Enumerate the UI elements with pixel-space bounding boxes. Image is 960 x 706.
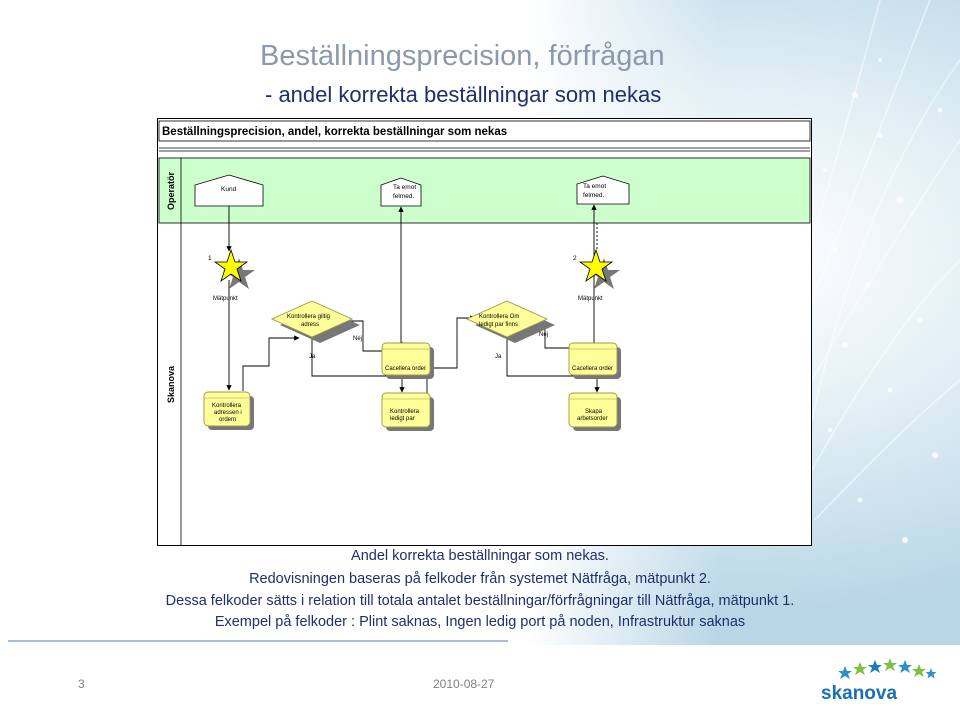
measure-point-1-label: Mätpunkt <box>213 296 238 302</box>
task-kontrollera-ledigt-par <box>381 392 434 431</box>
diagram-header: Beställningsprecision, andel, korrekta b… <box>162 126 507 138</box>
flow-label-nej-2: Nej <box>539 332 548 338</box>
measure-point-1-number: 1 <box>208 255 212 262</box>
ta-emot-1-line1: Ta emot <box>393 184 416 191</box>
lane-label-skanova: Skanova <box>166 365 176 403</box>
footer-rule <box>8 640 508 642</box>
task-cancel-1-label: Cacellera order <box>385 366 426 372</box>
page-title: Beställningsprecision, förfrågan <box>260 40 665 72</box>
task-3-line2: ledigt par <box>390 416 415 422</box>
process-diagram: Beställningsprecision, andel, korrekta b… <box>157 118 812 546</box>
caption-line-3: Dessa felkoder sätts i relation till tot… <box>165 593 795 609</box>
measure-point-2-number: 2 <box>573 255 577 262</box>
lane-label-operator: Operatör <box>166 171 176 210</box>
flow-label-ja-1: Ja <box>309 354 316 360</box>
task-kontrollera-adressen <box>203 391 254 430</box>
measure-point-1-star <box>213 248 255 289</box>
skanova-logo: skanova <box>821 658 937 704</box>
ta-emot-box-1 <box>380 177 422 207</box>
logo-stars-icon <box>838 658 937 679</box>
decision-2-line1: Kontrollera Om <box>479 314 519 320</box>
task-1-line1: Kontrollera <box>212 403 242 409</box>
flow-label-nej-1: Nej <box>353 336 362 342</box>
decision-kontrollera-adress <box>270 300 360 343</box>
task-5-line1: Skapa <box>585 409 603 415</box>
kund-box <box>194 174 264 207</box>
task-1-line2: adressen i <box>214 410 242 416</box>
svg-text:Ta emot felmed.: Ta emot felmed. <box>583 183 608 199</box>
decision-2-line2: ledigt par finns <box>479 322 518 328</box>
slide-date: 2010-08-27 <box>433 677 495 691</box>
decision-1-line2: adress <box>301 322 319 328</box>
flow-label-ja-2: Ja <box>495 354 502 360</box>
task-1-line3: ordern <box>219 417 236 423</box>
svg-text:Kontrollera adressen i: Kontrollera adressen i ordern <box>212 403 243 423</box>
caption-line-1: Andel korrekta beställningar som nekas. <box>351 548 609 564</box>
svg-text:Skapa arbetsorder: Skapa arbetsorder <box>577 409 608 422</box>
ta-emot-2-line2: felmed. <box>583 192 605 199</box>
svg-text:Ta emot felmed.: Ta emot felmed. <box>393 184 418 200</box>
slide-number: 3 <box>78 677 85 691</box>
task-cancel-2-label: Cacellera order <box>572 366 613 372</box>
operator-lane <box>158 157 811 224</box>
measure-point-2-star <box>578 248 620 289</box>
decision-kontrollera-ledigt-par <box>465 300 555 343</box>
task-5-line2: arbetsorder <box>577 416 608 422</box>
svg-text:Kontrollera giltig adress: Kontrollera giltig adress <box>287 314 332 328</box>
svg-text:Kontrollera Om ledigt par: Kontrollera Om ledigt par finns <box>479 314 521 328</box>
task-3-line1: Kontrollera <box>390 409 420 415</box>
svg-text:Kontrollera ledigt par: Kontrollera ledigt par <box>390 409 421 422</box>
page-subtitle: - andel korrekta beställningar som nekas <box>265 82 662 107</box>
caption-line-4: Exempel på felkoder : Plint saknas, Inge… <box>214 614 746 630</box>
logo-text: skanova <box>821 683 897 704</box>
ta-emot-1-line2: felmed. <box>393 193 415 200</box>
ta-emot-2-line1: Ta emot <box>583 183 606 190</box>
decision-1-line1: Kontrollera giltig <box>287 314 330 320</box>
kund-label: Kund <box>221 186 237 193</box>
measure-point-2-label: Mätpunkt <box>578 296 603 302</box>
task-cancel-order-2 <box>568 342 621 379</box>
ta-emot-box-2 <box>576 175 630 205</box>
diagram-header-box <box>158 120 811 142</box>
task-cancel-order-1 <box>381 342 434 379</box>
caption-line-2: Redovisningen baseras på felkoder från s… <box>249 571 711 587</box>
task-skapa-arbetsorder <box>568 392 621 431</box>
